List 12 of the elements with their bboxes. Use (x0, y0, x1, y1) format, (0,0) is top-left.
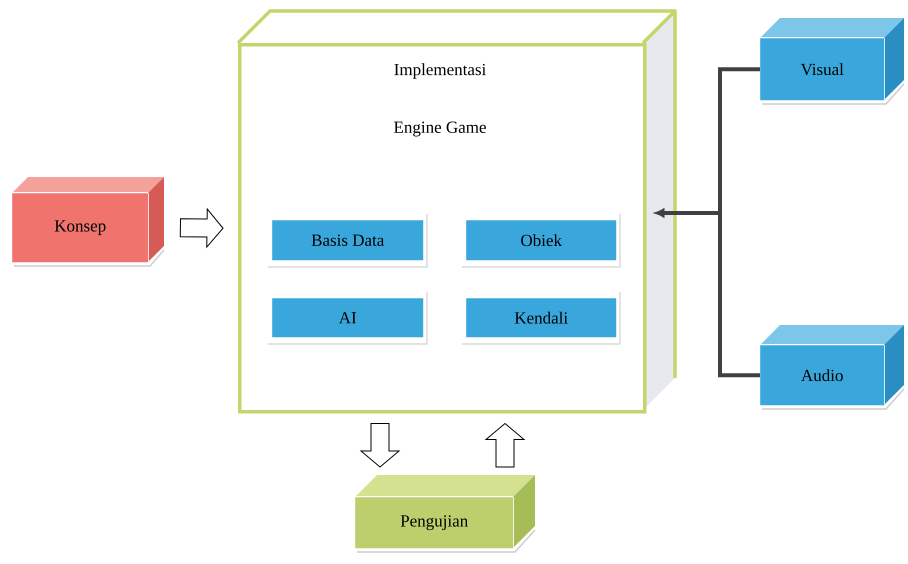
block-box: Visual (759, 18, 905, 105)
block-box: Audio (759, 325, 905, 410)
block-box: Pengujian (354, 475, 536, 553)
block-arrow (180, 208, 224, 248)
block-arrow (484, 422, 526, 468)
component-box: AI (268, 292, 428, 345)
component-box: Obiek (462, 214, 621, 268)
block-arrow (360, 423, 400, 468)
block-box: Konsep (11, 177, 165, 267)
component-box: Kendali (462, 292, 621, 345)
bracket-arrow (655, 67, 762, 378)
component-box: Basis Data (268, 214, 428, 268)
